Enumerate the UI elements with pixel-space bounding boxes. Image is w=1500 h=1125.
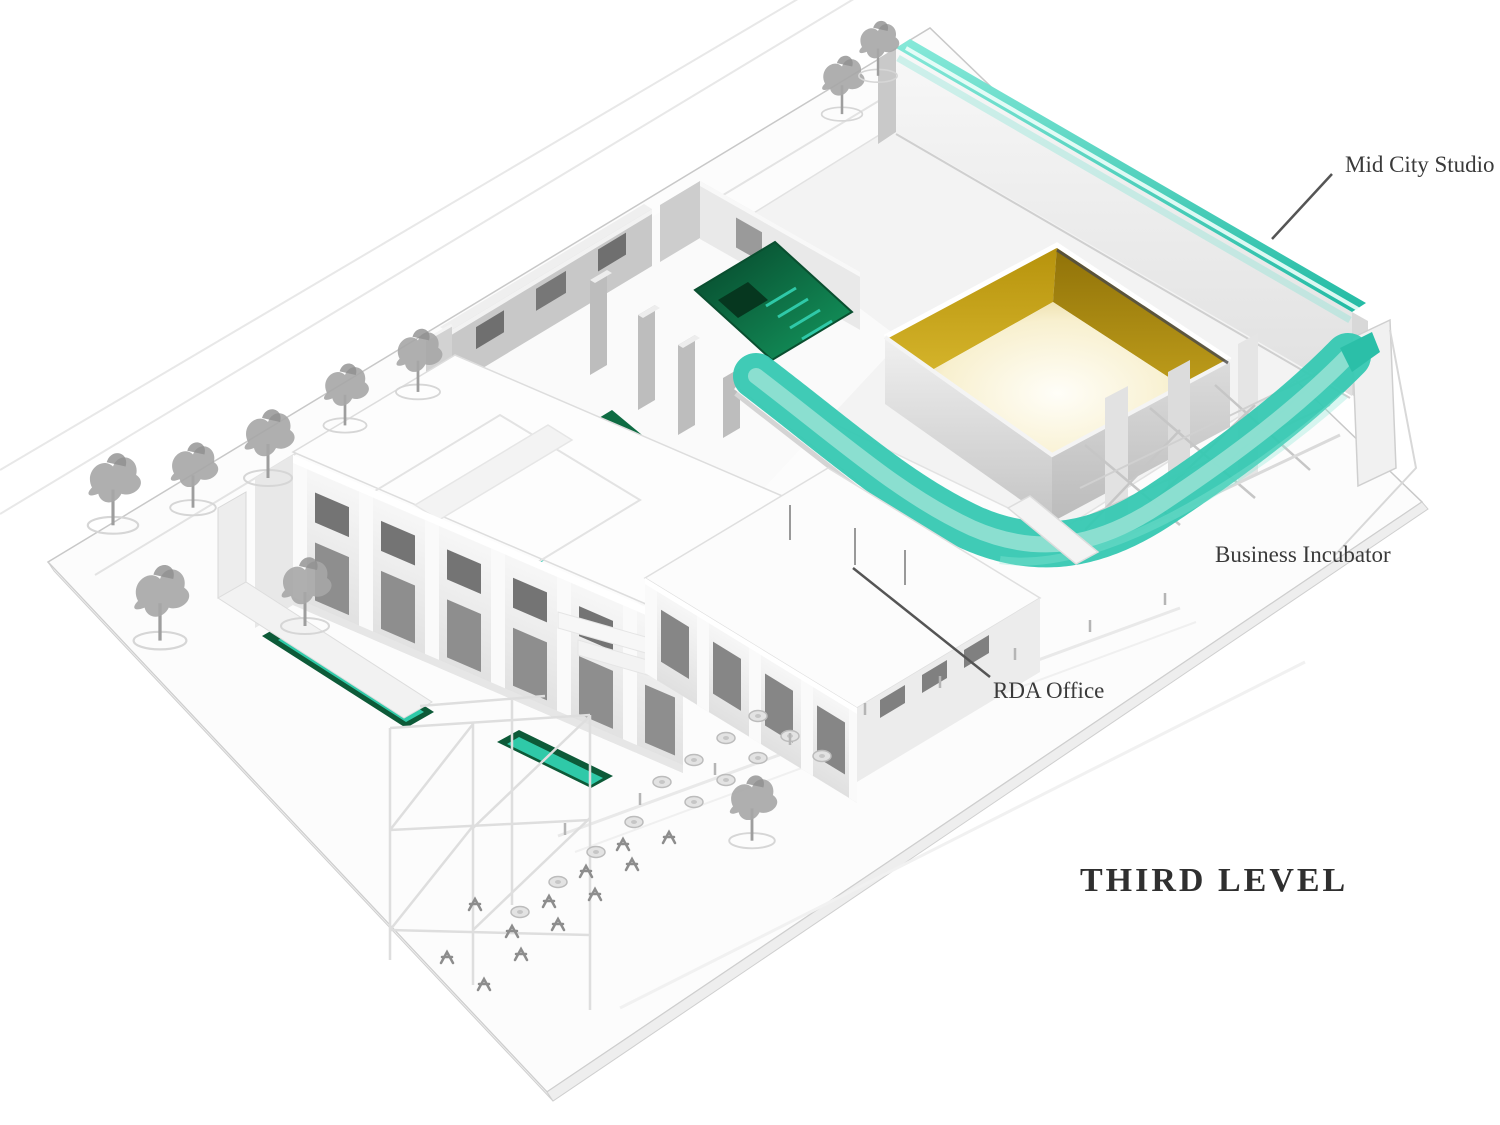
rda-office-building <box>557 467 1042 803</box>
cutaway-nw-wall <box>448 208 652 389</box>
street-bollards <box>563 593 1167 835</box>
label-third-level: THIRD LEVEL <box>1080 862 1349 899</box>
base-step-outline <box>1334 329 1418 556</box>
curb-line <box>619 660 1306 1010</box>
roof-poles <box>789 505 906 585</box>
courtyard-walls <box>217 491 433 719</box>
mid-city-studio-leader <box>1271 173 1333 240</box>
label-rda-office: RDA Office <box>993 678 1105 703</box>
green-core-room <box>693 240 854 362</box>
label-business-incubator: Business Incubator <box>1215 542 1391 567</box>
walkway-cross-wall <box>1006 495 1100 565</box>
street-line <box>0 0 799 471</box>
street-line <box>0 0 854 515</box>
green-slot-b <box>497 730 613 788</box>
annotation-leaders <box>852 173 1333 678</box>
rda-office-leader <box>852 567 991 678</box>
teal-walkway <box>733 332 1380 568</box>
walkway-reflection <box>999 392 1348 566</box>
scaffolding-tower <box>388 694 592 1010</box>
green-core-louvers <box>765 286 833 341</box>
rda-side-face <box>857 598 1040 782</box>
label-mid-city-studio: Mid City Studio <box>1345 152 1495 177</box>
west-wing <box>217 354 847 773</box>
